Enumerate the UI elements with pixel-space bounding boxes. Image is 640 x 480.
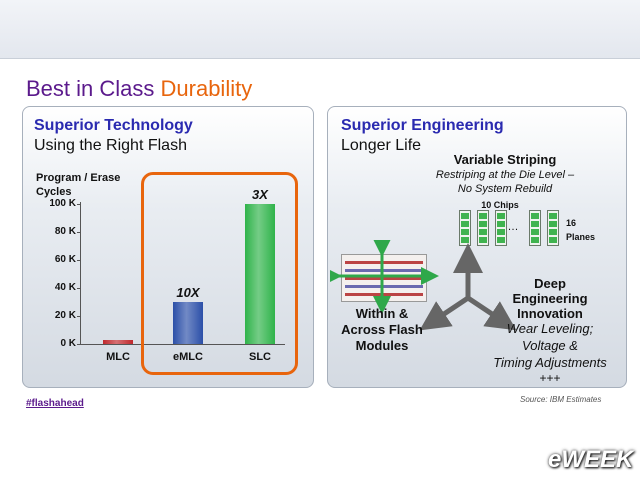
y-tick-mark xyxy=(77,204,81,205)
y-tick-mark xyxy=(77,316,81,317)
highlight-box xyxy=(141,172,298,375)
y-tick-mark xyxy=(77,288,81,289)
chips-label: 10 Chips xyxy=(481,200,519,210)
left-down-arrow xyxy=(419,295,470,331)
slide-title: Best in Class Durability xyxy=(26,76,252,102)
bar-emlc xyxy=(173,302,203,344)
y-tick-label: 60 K xyxy=(54,254,76,265)
right-down-arrow xyxy=(466,295,517,331)
y-tick-label: 40 K xyxy=(54,282,76,293)
within-line-1: Within & xyxy=(355,306,409,321)
y-tick-label: 20 K xyxy=(54,310,76,321)
flash-chip xyxy=(459,210,471,246)
right-panel-heading: Superior Engineering xyxy=(341,117,504,134)
bar-annotation: 10X xyxy=(176,285,200,300)
y-tick-label: 0 K xyxy=(60,338,76,349)
deep-line-2: Engineering xyxy=(512,291,588,306)
within-line-3: Modules xyxy=(355,338,409,353)
bar-annotation: 3X xyxy=(252,187,268,202)
x-axis xyxy=(80,344,285,345)
chart-ylabel-line1: Program / Erase xyxy=(36,172,121,184)
y-tick-mark xyxy=(77,232,81,233)
planes-number: 16 xyxy=(566,218,577,228)
within-line-2: Across Flash xyxy=(341,322,423,337)
striping-title: Variable Striping xyxy=(453,152,557,167)
deep-line-3: Innovation xyxy=(517,306,583,321)
flash-chip xyxy=(529,210,541,246)
y-tick-mark xyxy=(77,344,81,345)
title-part-1: Best in Class xyxy=(26,76,155,101)
title-part-2: Durability xyxy=(160,76,253,101)
bar-slc xyxy=(245,204,275,344)
flash-chip xyxy=(495,210,507,246)
category-label: SLC xyxy=(249,351,271,363)
flash-chip xyxy=(477,210,489,246)
left-panel-subheading: Using the Right Flash xyxy=(34,137,187,154)
planes-label: Planes xyxy=(566,232,596,242)
y-tick-mark xyxy=(77,260,81,261)
y-tick-label: 100 K xyxy=(49,198,76,209)
deep-line-5: Voltage & xyxy=(522,338,578,353)
striping-line-1: Restriping at the Die Level – xyxy=(435,169,575,181)
right-panel-subheading: Longer Life xyxy=(341,137,422,154)
striping-line-2: No System Rebuild xyxy=(457,183,553,195)
flash-chip xyxy=(547,210,559,246)
chart-ylabel-line2: Cycles xyxy=(36,186,72,198)
deep-line-4: Wear Leveling; xyxy=(506,321,594,336)
deep-line-7: +++ xyxy=(539,371,561,385)
eweek-logo: eWEEK xyxy=(548,446,634,473)
bar-mlc xyxy=(103,339,133,344)
source-note: Source: IBM Estimates xyxy=(520,395,602,404)
category-label: eMLC xyxy=(173,351,203,363)
y-tick-label: 80 K xyxy=(54,226,76,237)
left-panel-heading: Superior Technology xyxy=(34,117,193,134)
y-axis xyxy=(80,202,81,344)
arrows-graphic xyxy=(330,240,517,331)
hashtag-link[interactable]: #flashahead xyxy=(26,398,84,409)
chips-ellipsis: … xyxy=(507,221,519,233)
deep-line-1: Deep xyxy=(534,276,566,291)
category-label: MLC xyxy=(106,351,130,363)
deep-line-6: Timing Adjustments xyxy=(493,355,607,370)
top-banner xyxy=(0,0,640,59)
